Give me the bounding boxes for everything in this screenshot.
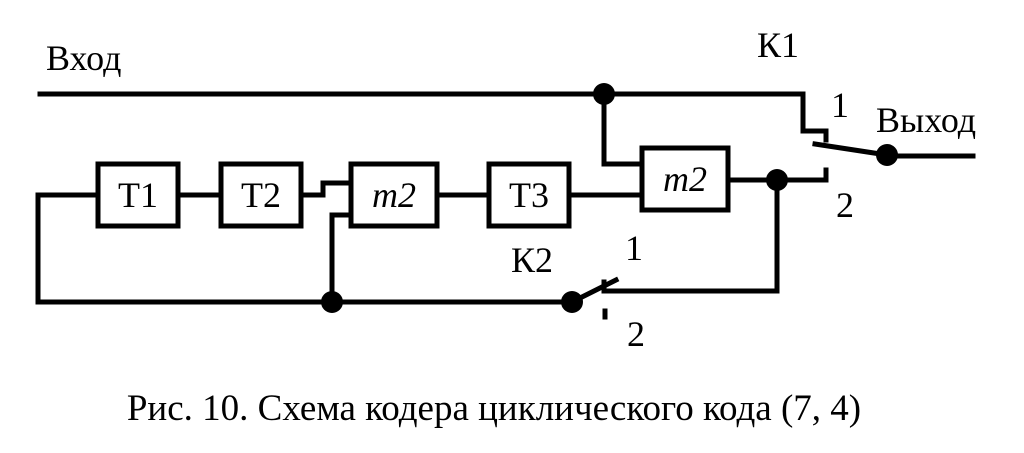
k1-switch-arm [812,141,890,158]
k2-label: К2 [511,240,553,280]
input-label: Вход [46,38,121,78]
junction-node [593,83,615,105]
figure-caption: Рис. 10. Схема кодера циклического кода … [127,388,861,429]
block-t2-label: T2 [241,175,281,215]
output-label: Выход [876,100,976,140]
m2b-output [725,167,829,183]
block-m2a [348,161,440,229]
input-line [37,91,829,143]
k2-pivot-node [561,291,583,313]
k1-pivot-node [876,144,898,166]
k2-pos1-label: 1 [625,228,643,268]
block-m2a-label: m2 [372,175,416,215]
k1-label: К1 [757,25,799,65]
block-t2 [218,161,304,229]
input-to-m2b [601,91,645,167]
block-m2b [639,145,731,213]
k1-pos1-label: 1 [831,85,849,125]
junction-node [321,291,343,313]
block-t1 [95,161,181,229]
block-t3 [486,161,572,229]
block-m2b-label: m2 [663,159,707,199]
block-t3-label: T3 [509,175,549,215]
feedback-loop [35,192,575,305]
junction-node [766,169,788,191]
chain-wire [35,180,645,198]
block-t1-label: T1 [118,175,158,215]
k2-pos2-label: 2 [627,314,645,354]
k1-pos2-label: 2 [836,185,854,225]
wires [35,91,976,320]
feedback-to-m2a [329,212,354,305]
